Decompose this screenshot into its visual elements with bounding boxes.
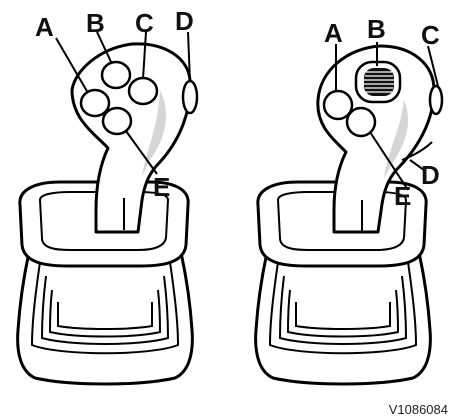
left-button-d [183, 81, 197, 113]
left-label-c: C [135, 8, 154, 38]
right-label-c: C [421, 20, 440, 50]
right-button-c [430, 86, 442, 114]
left-joystick-base [18, 248, 193, 384]
right-joystick-base [256, 248, 431, 384]
left-button-b [102, 62, 130, 88]
left-button-a [81, 90, 109, 116]
left-button-e [103, 108, 131, 134]
left-label-d: D [175, 6, 194, 36]
right-label-e: E [394, 181, 411, 211]
right-label-d: D [421, 160, 440, 190]
left-label-e: E [153, 172, 170, 202]
left-joystick: A B C D E [18, 6, 197, 384]
figure-code: V1086084 [389, 402, 448, 417]
right-joystick: A B C D E [256, 14, 442, 384]
right-roller-b [356, 62, 400, 102]
left-label-a: A [35, 12, 54, 42]
left-label-b: B [86, 8, 105, 38]
right-label-b: B [367, 14, 386, 44]
left-button-c [129, 78, 157, 104]
right-label-a: A [324, 18, 343, 48]
